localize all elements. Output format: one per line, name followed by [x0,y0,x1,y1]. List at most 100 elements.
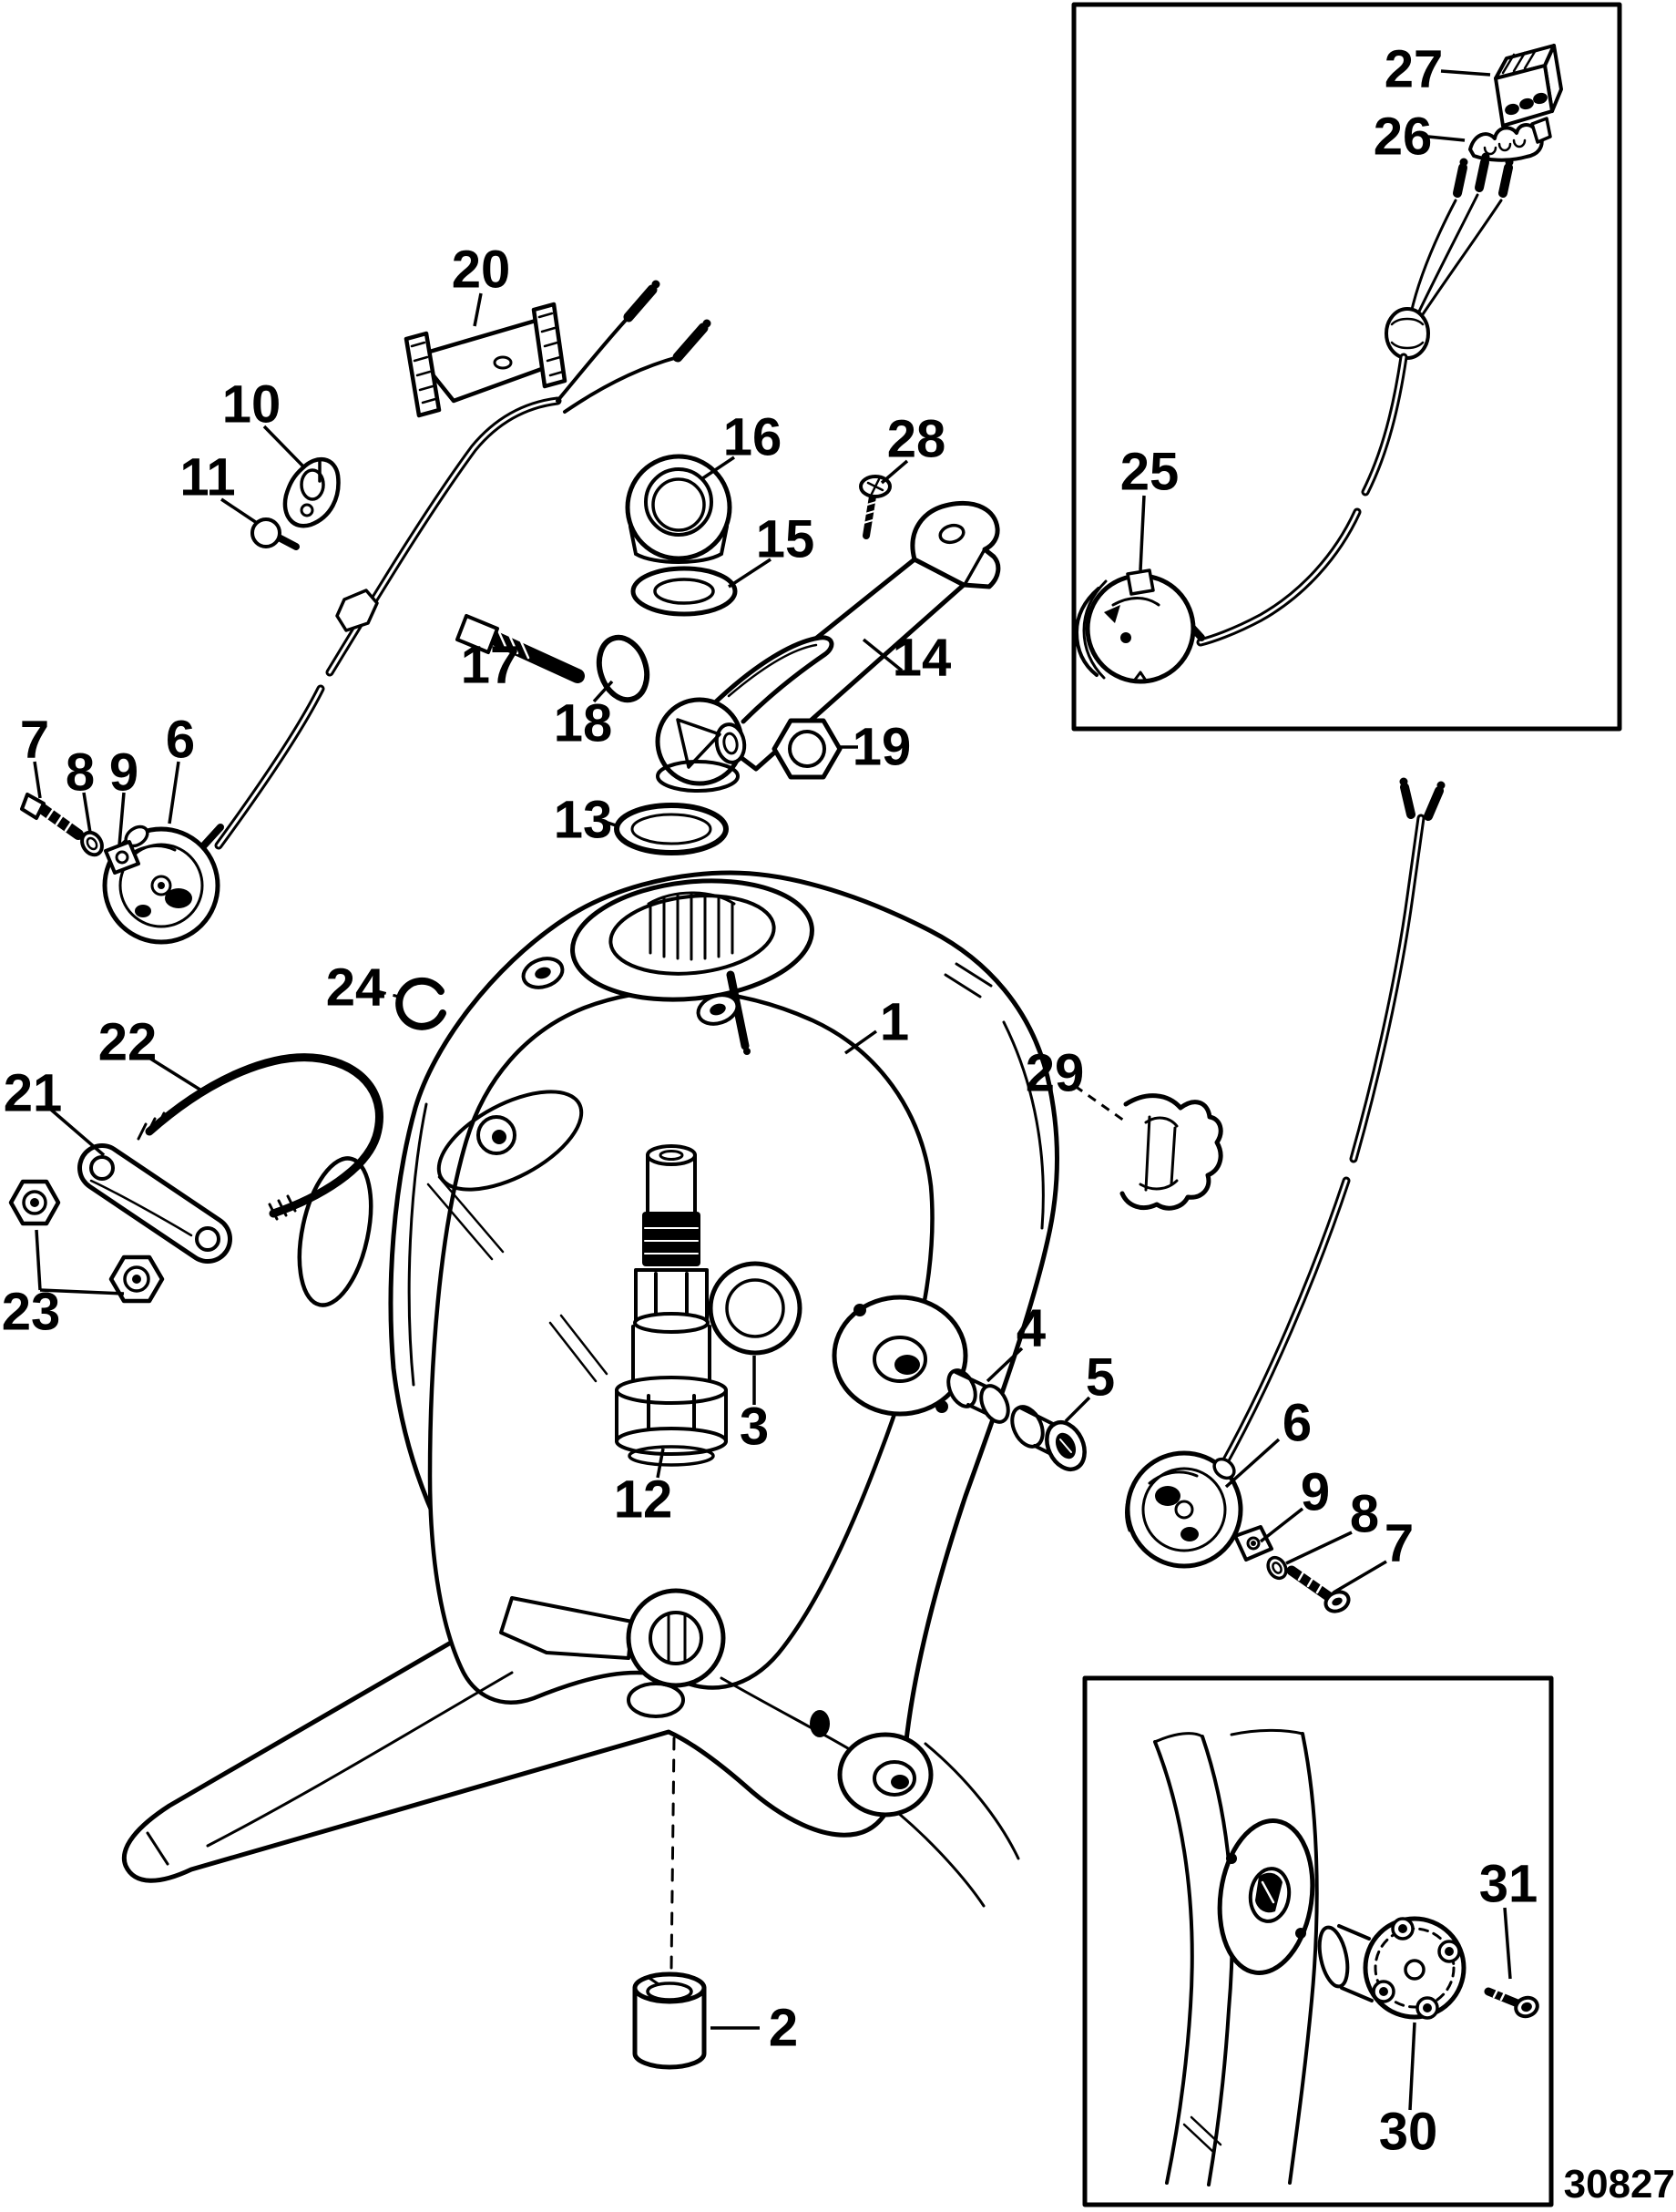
part-bushing [632,1971,707,2070]
leader-line-23 [35,1229,42,1291]
leader-line-10 [262,425,305,468]
callout-14: 14 [893,629,952,688]
callout-27: 27 [1385,40,1444,99]
leader-line-27 [1440,69,1491,77]
part-spacer-block-left [104,840,140,875]
part-nuts-pair [8,1179,165,1304]
part-harness-wires [1196,152,1514,647]
part-o-ring-top [614,803,729,855]
callout-30: 30 [1379,2103,1438,2162]
callout-31: 31 [1479,1855,1538,1914]
part-steering-lever [655,501,1001,793]
leader-line-20 [473,292,483,327]
part-terminal-retainer [1468,117,1552,162]
part-round-head-screw [250,517,300,550]
callout-28: 28 [887,410,946,469]
part-bushing-small [946,1368,1010,1424]
leader-line-17 [490,636,501,645]
part-screw-left [20,793,84,840]
part-connector-housing [1494,44,1563,128]
leader-line-11 [220,497,258,525]
leader-line-26 [1427,135,1466,142]
leader-line-9 [118,792,126,846]
part-retainer-plate [282,456,341,528]
leader-line-29 [1074,1084,1125,1122]
callout-9: 9 [109,743,138,803]
part-pivot-bolt [455,614,585,683]
callout-1: 1 [880,993,909,1052]
leader-line-9 [1259,1507,1304,1543]
leader-line-1 [843,1029,878,1055]
part-sender-assembly [1075,568,1205,684]
leader-line-8 [1285,1531,1353,1565]
leader-line-22 [147,1055,207,1095]
part-gimbal-ring [121,870,1059,1971]
callout-6: 6 [166,711,195,770]
part-housing-fragment [1153,1728,1319,2186]
callout-22: 22 [98,1013,158,1072]
callout-10: 10 [222,375,281,435]
part-insert-assembly [615,1144,728,1467]
part-tapping-screw [859,475,892,539]
part-trim-position-sender-left [102,824,224,945]
leader-line-8 [82,792,92,834]
callout-26: 26 [1374,108,1433,167]
callout-8: 8 [1350,1485,1379,1544]
callout-7: 7 [1385,1514,1414,1573]
callout-11: 11 [179,448,235,507]
leader-lines-layer [33,69,1512,2111]
callout-13: 13 [554,791,613,850]
part-plug [1010,1405,1087,1472]
drawing-number: 30827 [1564,2162,1675,2207]
part-o-ring-large [708,1261,802,1356]
leader-line-6 [168,761,180,824]
leader-line-25 [1139,495,1146,571]
leader-line-23 [39,1288,125,1295]
part-trim-sender-cable-left [214,280,711,850]
part-locknut [625,454,732,564]
leader-line-7 [33,761,42,799]
cover-plate-inset-box [1082,1675,1554,2207]
part-washer-left [80,830,104,857]
part-cover-plate [1317,1916,1466,2020]
callout-18: 18 [554,694,613,753]
callout-9: 9 [1301,1463,1330,1522]
part-cable-clip [1119,1093,1223,1211]
callout-15: 15 [756,510,815,569]
part-cover-bolt [1484,1984,1539,2019]
part-screw-right [1286,1565,1351,1613]
part-trim-sender-cable-right [1218,777,1446,1471]
wire-harness-inset-box [1071,2,1622,732]
callout-19: 19 [853,718,912,777]
callout-7: 7 [20,711,49,770]
leader-line-30 [1408,2022,1416,2111]
part-hex-nut [772,718,843,780]
part-link-plate [77,1143,232,1264]
leader-line-21 [49,1108,106,1157]
splined-shaft-top [647,891,736,961]
leader-line-12 [656,1448,665,1479]
callout-23: 23 [2,1283,61,1342]
callout-25: 25 [1120,443,1180,502]
part-c-clip [395,977,446,1030]
callout-8: 8 [66,743,95,803]
leader-line-18 [592,680,614,703]
leader-line-6 [1224,1438,1281,1489]
leader-line-16 [700,456,735,481]
part-trim-position-sender-right [1125,1450,1243,1569]
part-washer-right [1266,1555,1288,1581]
leader-line-13 [604,820,617,827]
callout-20: 20 [452,241,511,300]
leader-line-14 [862,638,904,672]
callout-6: 6 [1283,1394,1312,1453]
leader-line-28 [880,459,909,485]
callout-16: 16 [723,408,782,467]
part-flat-washer [630,566,738,617]
callout-29: 29 [1026,1044,1085,1103]
callout-3: 3 [740,1398,769,1457]
callout-5: 5 [1086,1348,1115,1408]
callout-12: 12 [614,1470,673,1530]
